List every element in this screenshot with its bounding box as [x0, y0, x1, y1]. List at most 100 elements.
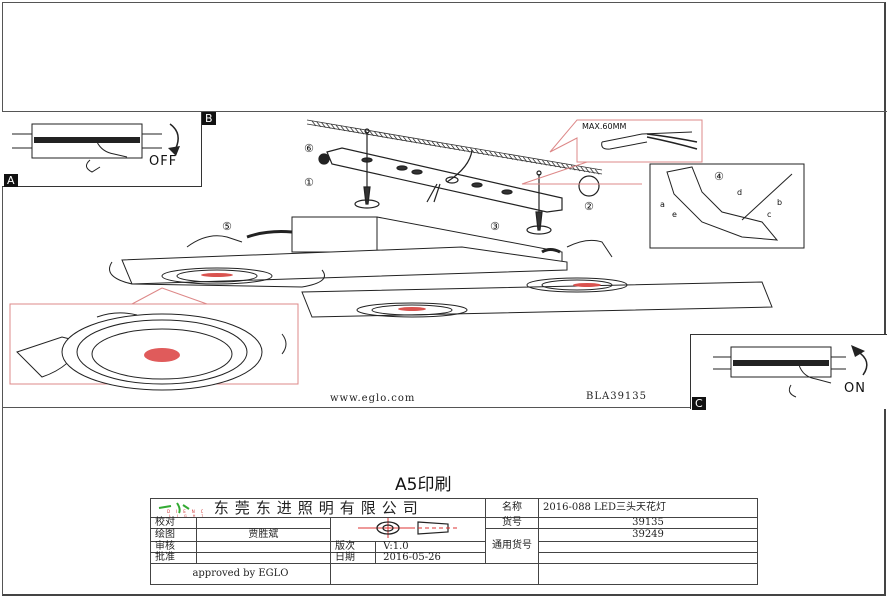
projection-symbol — [329, 517, 487, 542]
hatch-mark — [532, 158, 538, 164]
version-value: V:1.0 — [383, 541, 409, 552]
led-red-marks — [201, 273, 601, 311]
hatch-mark — [369, 130, 374, 137]
hatch-mark — [393, 134, 398, 141]
step-4-label: ④ — [714, 170, 724, 183]
version-label: 版次 — [331, 542, 376, 552]
connector-detail — [649, 163, 805, 249]
model-code: BLA39135 — [586, 391, 648, 402]
hatch-mark — [489, 151, 494, 157]
hatch-mark — [474, 148, 480, 155]
row-value-approve — [195, 552, 331, 564]
hatch-mark — [518, 156, 523, 162]
blank-cell — [538, 552, 758, 564]
hatch-mark — [556, 162, 562, 169]
connector-letter-b: b — [777, 198, 783, 207]
row-label-approve: 批准 — [150, 552, 197, 564]
hatch-mark — [407, 137, 413, 143]
company-name: 东莞东进照明有限公司 — [213, 499, 424, 517]
wire-strip-detail — [601, 131, 698, 150]
fixture-body — [109, 216, 773, 318]
hatch-mark — [575, 165, 581, 172]
hatch-mark — [436, 142, 442, 148]
print-format-title: A5印刷 — [395, 475, 452, 495]
instruction-sheet: OFF A B ON C MAX.60MM ⑥ ① ② ③ ⑤ ④ a b c … — [2, 111, 887, 410]
date-cell: 日期 2016-05-26 — [329, 552, 487, 564]
lens-detail — [16, 312, 287, 391]
row-label-review: 审核 — [150, 541, 197, 553]
hatch-mark — [566, 164, 571, 170]
company-logo: DIENCOA LIGHTING — [155, 501, 228, 518]
step-5-label: ⑤ — [222, 220, 232, 233]
installation-drawing — [9, 119, 805, 391]
row-value-drawn: 贾胜斌 — [195, 528, 331, 542]
step-6-label: ⑥ — [304, 142, 314, 155]
logo-text-top: DIENCOA — [167, 509, 203, 514]
hatch-mark — [484, 150, 490, 156]
common-label: 通用货号 — [485, 528, 539, 564]
hatch-mark — [345, 126, 350, 132]
hatch-mark — [388, 133, 394, 140]
terminal-block-off-illustration — [12, 123, 180, 173]
hatch-mark — [455, 145, 461, 151]
hatch-mark — [551, 161, 557, 168]
panel-c-on: ON C — [690, 334, 887, 410]
off-label: OFF — [149, 154, 178, 169]
hatch-mark — [383, 133, 389, 139]
hatch-mark — [594, 169, 600, 175]
hatch-mark — [527, 157, 533, 164]
row-value-review — [195, 541, 331, 553]
hatch-mark — [522, 156, 528, 163]
panel-b-tag: B — [202, 112, 216, 125]
max-strip-label: MAX.60MM — [582, 122, 627, 131]
approved-by: approved by EGLO — [150, 563, 331, 585]
hatch-mark — [542, 160, 547, 166]
common-value-1: 39249 — [538, 528, 758, 542]
hatch-mark — [422, 139, 427, 146]
hatch-mark — [546, 160, 552, 167]
panel-a-off: OFF A — [2, 112, 202, 187]
hatch-mark — [326, 123, 331, 129]
website-text: www.eglo.com — [330, 393, 416, 404]
hatch-mark — [441, 142, 446, 149]
item-no-label: 货号 — [485, 517, 539, 529]
hatch-mark — [561, 163, 566, 169]
hatch-mark — [450, 144, 456, 151]
item-no-value: 39135 — [538, 517, 758, 529]
hatch-mark — [460, 146, 466, 152]
hatch-mark — [417, 138, 422, 145]
connector-letter-c: c — [767, 210, 772, 219]
common-value-2 — [538, 541, 758, 553]
name-value: 2016-088 LED三头天花灯 — [538, 498, 758, 518]
hatch-mark — [537, 159, 542, 165]
step-2-label: ② — [584, 200, 594, 213]
connector-letter-e: e — [672, 210, 677, 219]
version-cell: 版次 V:1.0 — [329, 541, 487, 553]
blank-cell-bottom-right — [538, 563, 758, 585]
hatch-mark — [354, 128, 360, 134]
hatch-mark — [350, 127, 355, 133]
hatch-mark — [340, 125, 346, 132]
step-1-label: ① — [304, 176, 314, 189]
hatch-mark — [479, 149, 485, 155]
on-label: ON — [844, 381, 866, 396]
terminal-block-on-illustration — [713, 345, 868, 398]
hatch-mark — [378, 132, 384, 138]
panel-a-tag: A — [4, 174, 18, 187]
hatch-mark — [465, 146, 470, 153]
hatch-mark — [374, 131, 379, 137]
hatch-mark — [359, 128, 365, 135]
hatch-mark — [585, 167, 590, 173]
panel-c-tag: C — [692, 397, 706, 410]
mounting-bracket — [318, 128, 600, 235]
hatch-mark — [570, 165, 576, 171]
hatch-mark — [431, 141, 437, 147]
connector-letter-a: a — [660, 200, 665, 209]
hatch-mark — [316, 121, 322, 128]
hatch-mark — [503, 153, 509, 160]
hatch-mark — [580, 166, 586, 173]
name-label: 名称 — [485, 498, 539, 518]
hatch-mark — [311, 120, 317, 127]
hatch-mark — [513, 155, 518, 161]
row-label-drawn: 绘图 — [150, 528, 197, 542]
